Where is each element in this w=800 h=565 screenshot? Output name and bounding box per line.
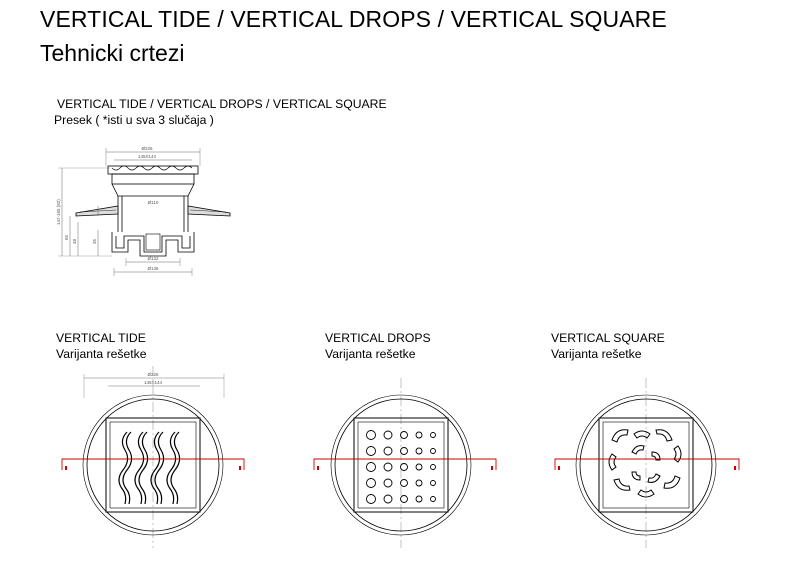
dim-section-bottom-outer: Ø136 xyxy=(147,266,159,271)
dim-section-h1: 65 xyxy=(64,234,69,240)
dim-plan-tide-outer: Ø226 xyxy=(147,372,159,377)
plan-tide xyxy=(61,366,245,548)
variant-drops-name: VERTICAL DROPS xyxy=(325,331,431,345)
dim-section-bottom-inner: Ø132 xyxy=(147,256,159,261)
section-view xyxy=(58,148,231,276)
drops-holes xyxy=(366,430,436,504)
plan-drops xyxy=(313,378,497,548)
dim-section-top-outer: Ø226 xyxy=(141,146,153,151)
dim-section-top-inner: 145X144 xyxy=(138,154,157,159)
dim-plan-tide-inner: 145X144 xyxy=(144,380,163,385)
section-subtitle: Presek ( *isti u sva 3 slučaja ) xyxy=(54,113,214,127)
dim-section-height: 147-165 (82) xyxy=(56,199,61,225)
dim-section-h3: 35 xyxy=(92,238,97,244)
page-subtitle: Tehnicki crtezi xyxy=(40,40,185,66)
dim-section-pipe: Ø110 xyxy=(148,200,159,205)
variant-square-caption: Varijanta rešetke xyxy=(551,347,642,361)
section-title: VERTICAL TIDE / VERTICAL DROPS / VERTICA… xyxy=(57,97,387,111)
variant-square-name: VERTICAL SQUARE xyxy=(551,331,665,345)
plan-square xyxy=(554,378,740,548)
variant-tide-caption: Varijanta rešetke xyxy=(56,347,147,361)
page-title: VERTICAL TIDE / VERTICAL DROPS / VERTICA… xyxy=(40,6,667,32)
variant-drops-caption: Varijanta rešetke xyxy=(325,347,416,361)
variant-tide-name: VERTICAL TIDE xyxy=(56,331,146,345)
dim-section-h2: 48 xyxy=(72,238,77,244)
square-slots xyxy=(608,429,682,498)
